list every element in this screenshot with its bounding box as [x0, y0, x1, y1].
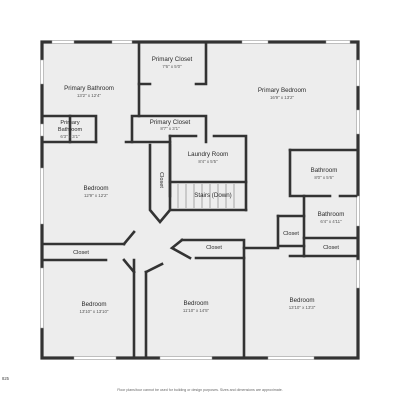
room-name-laundry: Laundry Room [188, 151, 229, 158]
room-name-closet-vertical: Closet [158, 172, 164, 188]
room-name-primary-closet-mid: Primary Closet [150, 119, 191, 126]
interior-walls [42, 42, 358, 358]
disclaimer-text: Floor plans/tour cannot be used for buil… [117, 388, 283, 392]
room-name-bedroom-bottom-center: Bedroom [183, 300, 208, 307]
room-name-primary-closet-top: Primary Closet [152, 56, 193, 63]
room-dim-bedroom-bottom-left: 13'10" x 13'10" [80, 309, 109, 314]
room-dim-primary-closet-top: 7'6" x 5'0" [162, 64, 182, 69]
windows [40, 40, 360, 360]
room-dim-bedroom-left: 12'9" x 12'2" [84, 193, 109, 198]
room-name-bedroom-bottom-right: Bedroom [289, 297, 314, 304]
stair-treads [177, 184, 235, 208]
room-dim-bathroom-upper: 8'0" x 5'6" [314, 175, 334, 180]
room-name-primary-bathroom-small-1: Primary [60, 120, 79, 126]
room-dim-primary-closet-mid: 8'7" x 3'1" [160, 126, 180, 131]
room-name-bathroom-lower: Bathroom [318, 211, 345, 218]
room-name-closet-right: Closet [323, 245, 339, 251]
room-name-bedroom-bottom-left: Bedroom [81, 301, 106, 308]
room-name-closet-left: Closet [73, 250, 89, 256]
room-dim-primary-bathroom: 13'2" x 12'4" [77, 93, 102, 98]
room-dim-laundry: 8'4" x 5'5" [198, 159, 218, 164]
room-dim-bedroom-bottom-center: 11'10" x 14'5" [183, 308, 210, 313]
room-name-closet-center: Closet [206, 245, 222, 251]
room-name-primary-bathroom: Primary Bathroom [64, 85, 114, 92]
floor-area [42, 42, 358, 358]
room-dim-bathroom-lower: 6'4" x 4'11" [320, 219, 342, 224]
room-name-primary-bathroom-small-2: Bathroom [58, 127, 83, 133]
room-dim-primary-bedroom: 16'9" x 13'2" [270, 95, 295, 100]
room-name-closet-small-center: Closet [283, 231, 299, 237]
room-name-bathroom-upper: Bathroom [311, 167, 338, 174]
room-name-stairs: Stairs (Down) [194, 192, 231, 199]
room-name-primary-bedroom: Primary Bedroom [258, 87, 306, 94]
side-number: 825 [2, 376, 9, 381]
room-dim-bedroom-bottom-right: 13'10" x 13'3" [289, 305, 316, 310]
room-dim-primary-bathroom-small: 6'3" x 3'1" [60, 134, 80, 139]
room-name-bedroom-left: Bedroom [83, 185, 108, 192]
